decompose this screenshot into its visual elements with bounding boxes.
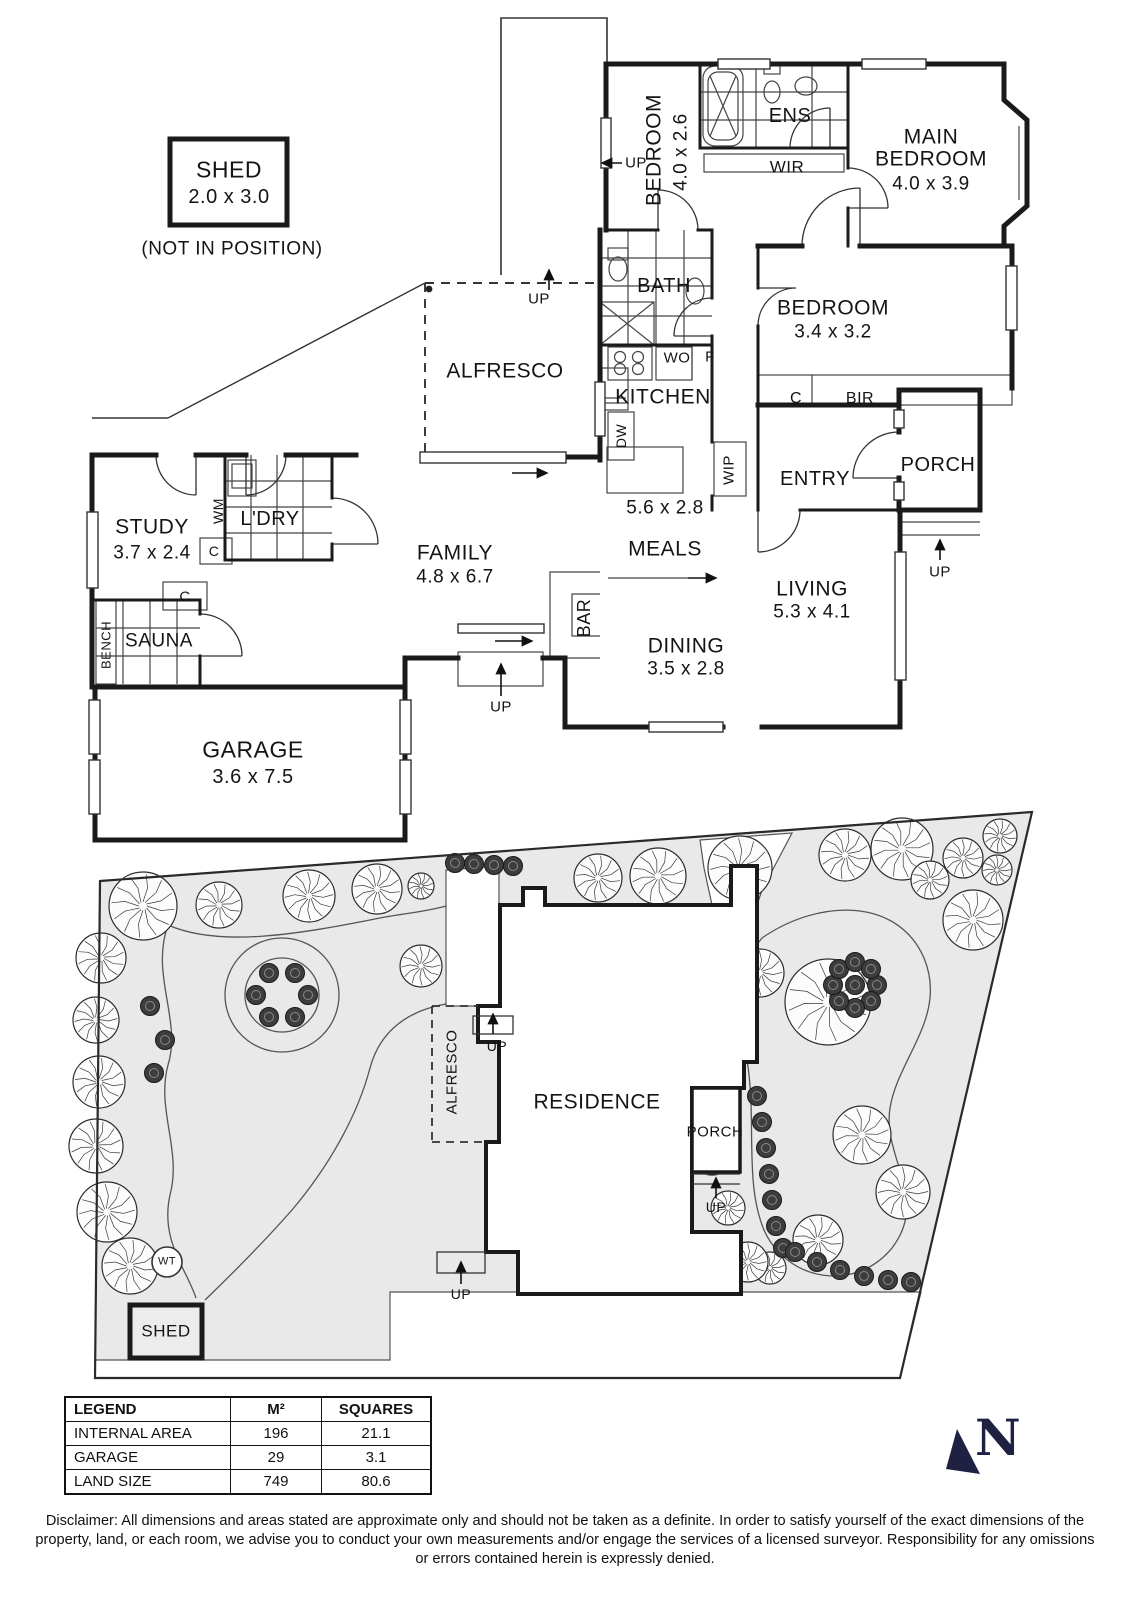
tree-icon — [942, 837, 984, 879]
siteplan-shed — [127, 1302, 205, 1361]
shrub-icon — [464, 854, 484, 874]
shrub-icon — [298, 985, 318, 1005]
legend-cell: 29 — [230, 1445, 322, 1470]
shrub-icon — [766, 1216, 786, 1236]
shrub-icon — [762, 1190, 782, 1210]
shrub-icon — [878, 1270, 898, 1290]
shrub-icon — [756, 1138, 776, 1158]
tree-icon — [981, 854, 1013, 886]
tree-icon — [195, 881, 243, 929]
legend-cell: 196 — [230, 1421, 322, 1446]
legend-cell: 80.6 — [321, 1469, 432, 1495]
shrub-icon — [155, 1030, 175, 1050]
tree-icon — [870, 817, 934, 881]
shrub-icon — [246, 985, 266, 1005]
legend-row-landsize: LAND SIZE 749 80.6 — [64, 1469, 432, 1495]
residence-footprint — [476, 864, 759, 1296]
shrub-icon — [484, 855, 504, 875]
tree-icon — [818, 828, 872, 882]
shrub-icon — [861, 959, 881, 979]
shrub-icon — [285, 963, 305, 983]
shrub-icon — [854, 1266, 874, 1286]
tree-icon — [399, 944, 443, 988]
siteplan-porch — [690, 1086, 742, 1174]
legend-header: LEGEND — [64, 1396, 231, 1422]
tree-icon — [573, 853, 623, 903]
site-plan — [68, 810, 1034, 1380]
legend-cell: 3.1 — [321, 1445, 432, 1470]
legend-header-m2: M² — [230, 1396, 322, 1422]
legend-row-garage: GARAGE 29 3.1 — [64, 1445, 432, 1470]
shrub-icon — [901, 1272, 921, 1292]
shrub-icon — [830, 1260, 850, 1280]
legend-row-internal: INTERNAL AREA 196 21.1 — [64, 1421, 432, 1446]
tree-icon — [68, 1118, 124, 1174]
shrub-icon — [503, 856, 523, 876]
shrub-icon — [752, 1112, 772, 1132]
tree-icon — [75, 932, 127, 984]
tree-icon — [282, 869, 336, 923]
shrub-icon — [759, 1164, 779, 1184]
shrub-icon — [845, 952, 865, 972]
shrub-icon — [445, 853, 465, 873]
tree-icon — [407, 872, 435, 900]
tree-icon — [710, 1190, 746, 1226]
legend-cell: LAND SIZE — [64, 1469, 231, 1495]
legend-cell: INTERNAL AREA — [64, 1421, 231, 1446]
tree-icon — [629, 847, 687, 905]
north-label: N — [975, 1408, 1021, 1467]
tree-icon — [910, 860, 950, 900]
tree-icon — [351, 863, 403, 915]
shrub-icon — [259, 1007, 279, 1027]
legend-cell: GARAGE — [64, 1445, 231, 1470]
north-arrow-icon — [946, 1429, 980, 1474]
shrub-icon — [845, 975, 865, 995]
shrub-icon — [140, 996, 160, 1016]
tree-icon — [76, 1181, 138, 1243]
shrub-icon — [144, 1063, 164, 1083]
shrub-icon — [259, 963, 279, 983]
tree-icon — [72, 996, 120, 1044]
legend-cell: 749 — [230, 1469, 322, 1495]
legend-table: LEGEND M² SQUARES INTERNAL AREA 196 21.1… — [64, 1396, 432, 1495]
tree-icon — [108, 871, 178, 941]
shrub-icon — [807, 1252, 827, 1272]
tree-icon — [101, 1237, 159, 1295]
legend-cell: 21.1 — [321, 1421, 432, 1446]
water-tank — [151, 1246, 183, 1278]
tree-icon — [942, 889, 1004, 951]
floorplan-shed — [167, 136, 290, 228]
shrub-icon — [785, 1242, 805, 1262]
shrub-icon — [285, 1007, 305, 1027]
shrub-icon — [747, 1086, 767, 1106]
disclaimer-text: Disclaimer: All dimensions and areas sta… — [35, 1513, 1095, 1567]
tree-icon — [875, 1164, 931, 1220]
floor-plan — [86, 17, 1030, 843]
tree-icon — [982, 818, 1018, 854]
legend-header-squares: SQUARES — [321, 1396, 432, 1422]
tree-icon — [832, 1105, 892, 1165]
